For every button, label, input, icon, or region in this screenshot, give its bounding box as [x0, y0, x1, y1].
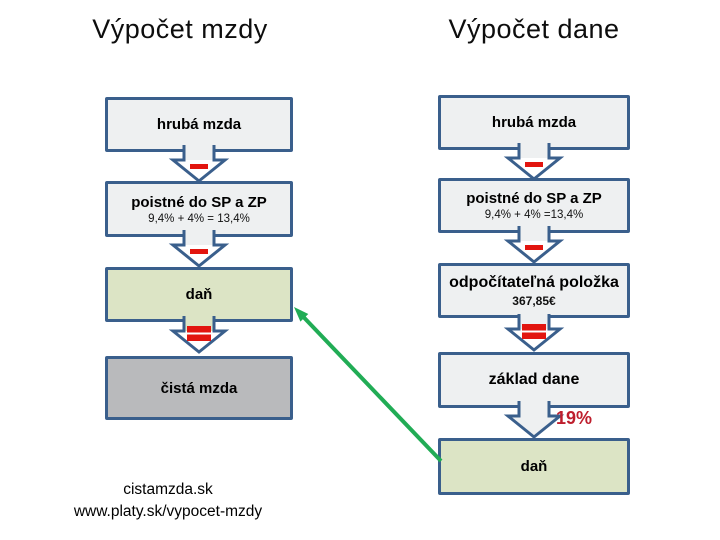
box-label: daň	[520, 458, 548, 475]
box-label: hrubá mzda	[491, 114, 577, 131]
down-arrow-minus-icon	[168, 145, 230, 183]
box-label: poistné do SP a ZP	[131, 193, 267, 211]
box-sublabel: 9,4% + 4% =13,4%	[484, 209, 584, 221]
down-arrow-equals-icon	[168, 316, 230, 354]
down-arrow-icon	[503, 401, 565, 439]
box-label: poistné do SP a ZP	[466, 190, 602, 207]
tax-rate-label: 19%	[556, 408, 593, 428]
down-arrow-minus-icon	[503, 143, 565, 181]
green-callout-arrow-icon	[294, 307, 443, 463]
footer-site-platy: www.platy.sk/vypocet-mzdy	[73, 502, 263, 520]
footer: cistamzda.sk www.platy.sk/vypocet-mzdy	[33, 479, 303, 522]
box-hruba-mzda-right: hrubá mzda	[438, 95, 630, 150]
box-label: daň	[185, 286, 213, 303]
left-column-title: Výpočet mzdy	[92, 14, 268, 44]
down-arrow-minus-icon	[168, 230, 230, 268]
box-poistne-left: poistné do SP a ZP 9,4% + 4% = 13,4%	[105, 181, 293, 237]
box-poistne-right: poistné do SP a ZP 9,4% + 4% =13,4%	[438, 178, 630, 233]
box-zaklad-dane: základ dane	[438, 352, 630, 408]
box-sublabel: 367,85€	[512, 293, 556, 308]
box-odpocitatelna-polozka: odpočítateľná položka 367,85€	[438, 263, 630, 318]
box-label: čistá mzda	[160, 379, 238, 397]
box-sublabel: 9,4% + 4% = 13,4%	[148, 212, 250, 225]
right-column-title: Výpočet dane	[448, 14, 620, 44]
footer-site-cistamzda: cistamzda.sk	[123, 481, 213, 498]
box-label: odpočítateľná položka	[449, 273, 619, 291]
down-arrow-equals-icon	[503, 314, 565, 352]
box-dan-right: daň	[438, 438, 630, 495]
box-cista-mzda: čistá mzda	[105, 356, 293, 420]
down-arrow-minus-icon	[503, 226, 565, 264]
box-label: hrubá mzda	[156, 116, 242, 133]
box-hruba-mzda-left: hrubá mzda	[105, 97, 293, 152]
box-dan-left: daň	[105, 267, 293, 322]
box-label: základ dane	[488, 371, 580, 388]
